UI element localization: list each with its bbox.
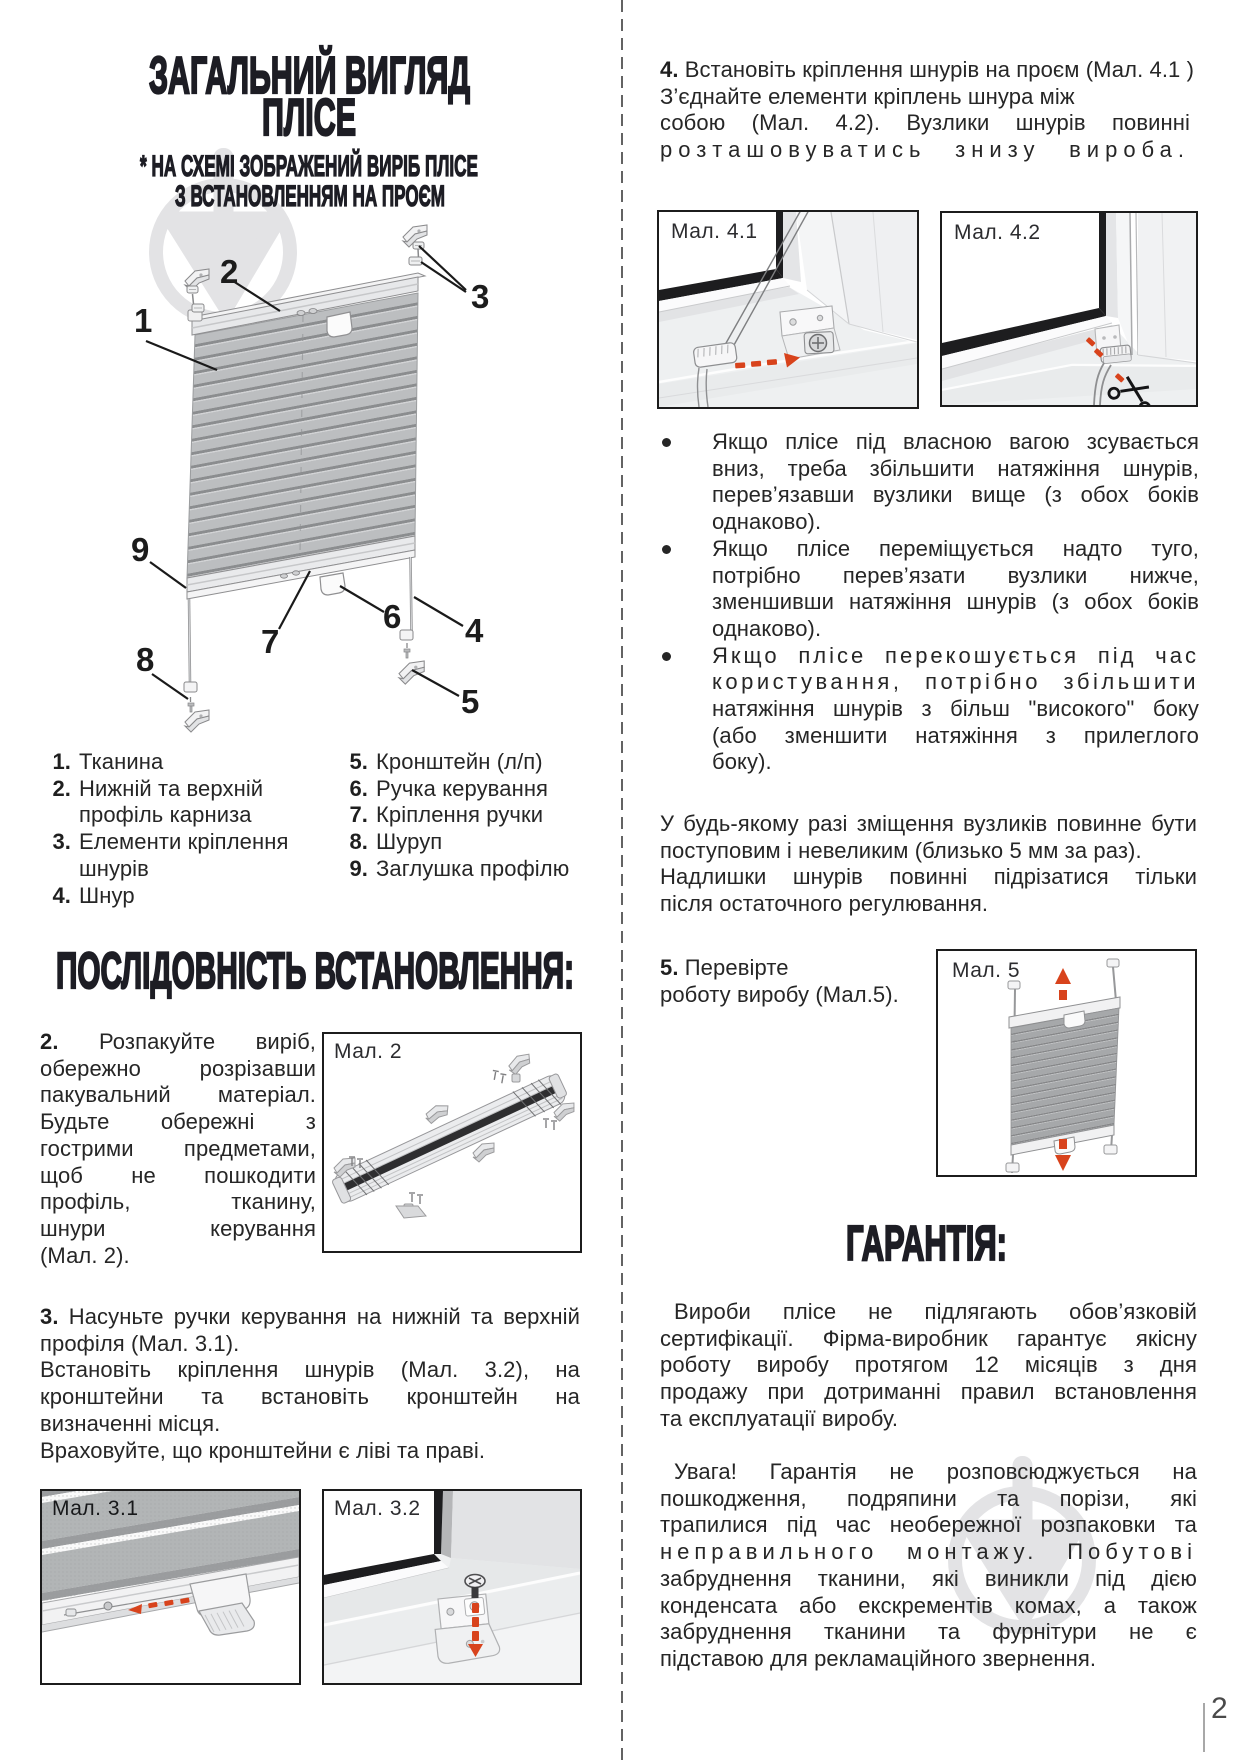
svg-text:1: 1	[134, 302, 152, 339]
svg-text:ГАРАНТІЯ:: ГАРАНТІЯ:	[846, 1217, 1007, 1271]
svg-text:4: 4	[465, 612, 484, 649]
svg-text:З ВСТАНОВЛЕННЯМ НА ПРОЄМ: З ВСТАНОВЛЕННЯМ НА ПРОЄМ	[175, 180, 445, 213]
svg-text:6: 6	[383, 598, 401, 635]
svg-text:* НА СХЕМІ ЗОБРАЖЕНИЙ ВИРІБ ПЛ: * НА СХЕМІ ЗОБРАЖЕНИЙ ВИРІБ ПЛІСЕ	[140, 149, 478, 183]
svg-text:7: 7	[261, 623, 279, 660]
svg-text:2: 2	[220, 253, 238, 290]
svg-text:ПОСЛІДОВНІСТЬ ВСТАНОВЛЕННЯ:: ПОСЛІДОВНІСТЬ ВСТАНОВЛЕННЯ:	[56, 942, 574, 999]
svg-text:ПЛІСЕ: ПЛІСЕ	[262, 89, 356, 147]
svg-text:3: 3	[471, 278, 489, 315]
svg-text:8: 8	[136, 641, 154, 678]
svg-text:5: 5	[461, 683, 479, 720]
svg-text:ЗАГАЛЬНИЙ ВИГЛЯД: ЗАГАЛЬНИЙ ВИГЛЯД	[149, 46, 470, 105]
svg-text:9: 9	[131, 531, 149, 568]
